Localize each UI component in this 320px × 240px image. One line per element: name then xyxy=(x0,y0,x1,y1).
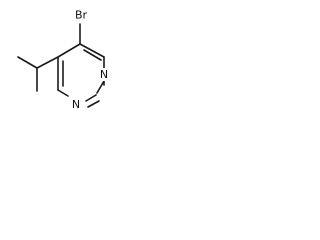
atom-n-upper-label: N xyxy=(100,68,108,81)
atom-n-lower-label: N xyxy=(72,98,80,111)
bond-c2-n3 xyxy=(85,94,97,102)
bond-c6-c6-double xyxy=(83,49,102,61)
bond-n3-c4 xyxy=(57,89,69,97)
bond-c2-n3-double xyxy=(87,100,100,108)
bond-n1-c2-upper xyxy=(96,80,105,94)
chemical-structure-diagram: Br N N xyxy=(17,8,111,111)
bond-c5-c6 xyxy=(79,43,105,58)
atom-n-lower: N xyxy=(70,98,83,111)
atom-n-upper: N xyxy=(98,68,111,81)
atom-br: Br xyxy=(71,8,91,22)
bond-methyl-upper xyxy=(17,56,38,69)
bond-c4-c5 xyxy=(57,43,81,58)
bond-isopropyl-ring xyxy=(36,56,59,69)
atom-br-label: Br xyxy=(75,9,88,22)
